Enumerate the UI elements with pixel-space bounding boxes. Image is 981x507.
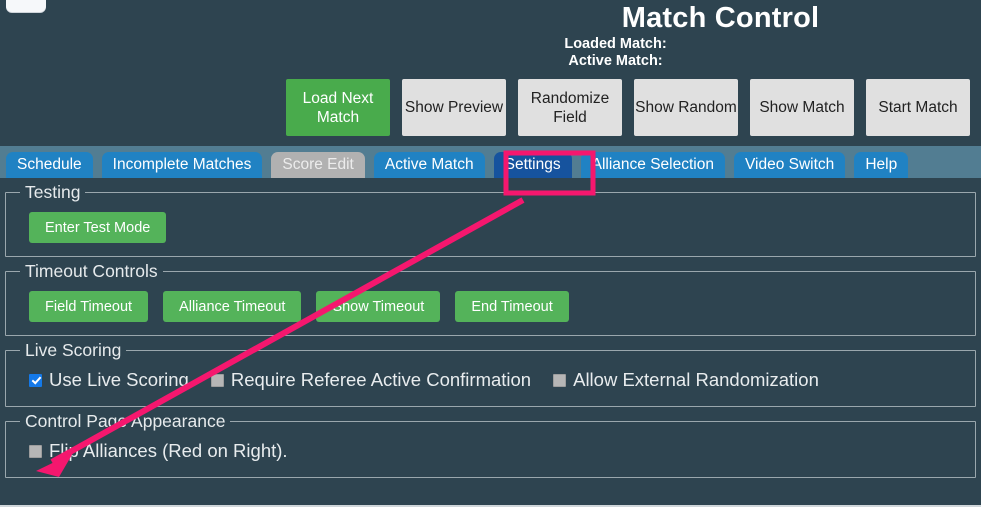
use-live-scoring-label: Use Live Scoring [49,369,189,390]
allow-external-randomization-label: Allow External Randomization [573,369,819,390]
appearance-checkbox-row: Flip Alliances (Red on Right). [29,440,967,462]
show-timeout-button[interactable]: Show Timeout [316,291,441,322]
timeout-controls-legend: Timeout Controls [25,261,158,281]
testing-button-row: Enter Test Mode [14,207,967,247]
bottom-divider [0,505,981,507]
checkbox-checked-icon[interactable] [29,373,42,387]
tab-alliance-selection[interactable]: Alliance Selection [580,152,725,178]
randomize-field-button[interactable]: Randomize Field [518,79,622,136]
timeout-button-row: Field Timeout Alliance Timeout Show Time… [14,286,967,326]
live-scoring-checkbox-row: Use Live Scoring Require Referee Active … [29,369,967,391]
match-control-button-row: Load Next Match Show Preview Randomize F… [0,79,981,136]
allow-external-randomization-checkbox[interactable]: Allow External Randomization [553,369,819,391]
control-page-appearance-section: Control Page Appearance Flip Alliances (… [5,411,976,478]
checkbox-unchecked-icon[interactable] [210,373,224,387]
checkbox-unchecked-icon[interactable] [553,373,567,387]
control-page-appearance-legend: Control Page Appearance [25,411,226,431]
show-match-button[interactable]: Show Match [750,79,854,136]
tab-help[interactable]: Help [854,152,909,178]
tab-video-switch[interactable]: Video Switch [733,152,846,178]
tab-incomplete-matches[interactable]: Incomplete Matches [101,152,263,178]
testing-section: Testing Enter Test Mode [5,182,976,257]
end-timeout-button[interactable]: End Timeout [455,291,569,322]
require-referee-active-confirmation-checkbox[interactable]: Require Referee Active Confirmation [210,369,532,391]
timeout-controls-section: Timeout Controls Field Timeout Alliance … [5,261,976,336]
loaded-match-label: Loaded Match: [564,36,667,52]
show-random-button[interactable]: Show Random [634,79,738,136]
checkbox-unchecked-icon[interactable] [29,444,42,458]
tab-settings[interactable]: Settings [493,152,572,178]
flip-alliances-checkbox[interactable]: Flip Alliances (Red on Right). [29,440,288,462]
start-match-button[interactable]: Start Match [866,79,970,136]
field-timeout-button[interactable]: Field Timeout [29,291,149,322]
show-preview-button[interactable]: Show Preview [402,79,506,136]
active-match-label: Active Match: [568,53,663,69]
live-scoring-section: Live Scoring Use Live Scoring Require Re… [5,340,976,407]
load-next-match-button[interactable]: Load Next Match [286,79,390,136]
browser-tab-fragment[interactable] [6,0,46,12]
tab-score-edit[interactable]: Score Edit [271,152,365,178]
use-live-scoring-checkbox[interactable]: Use Live Scoring [29,369,189,391]
live-scoring-legend: Live Scoring [25,340,122,360]
tab-active-match[interactable]: Active Match [373,152,485,178]
tab-bar: Schedule Incomplete Matches Score Edit A… [0,146,981,178]
require-referee-active-confirmation-label: Require Referee Active Confirmation [230,369,532,390]
page-title: Match Control [621,2,820,34]
settings-panel: Testing Enter Test Mode Timeout Controls… [0,182,981,478]
page-header: Match Control Loaded Match: Active Match… [0,0,981,146]
alliance-timeout-button[interactable]: Alliance Timeout [163,291,302,322]
tab-schedule[interactable]: Schedule [6,152,93,178]
match-status-block: Loaded Match: Active Match: [0,36,981,70]
testing-legend: Testing [25,182,81,202]
enter-test-mode-button[interactable]: Enter Test Mode [29,212,167,243]
flip-alliances-label: Flip Alliances (Red on Right). [49,440,288,461]
